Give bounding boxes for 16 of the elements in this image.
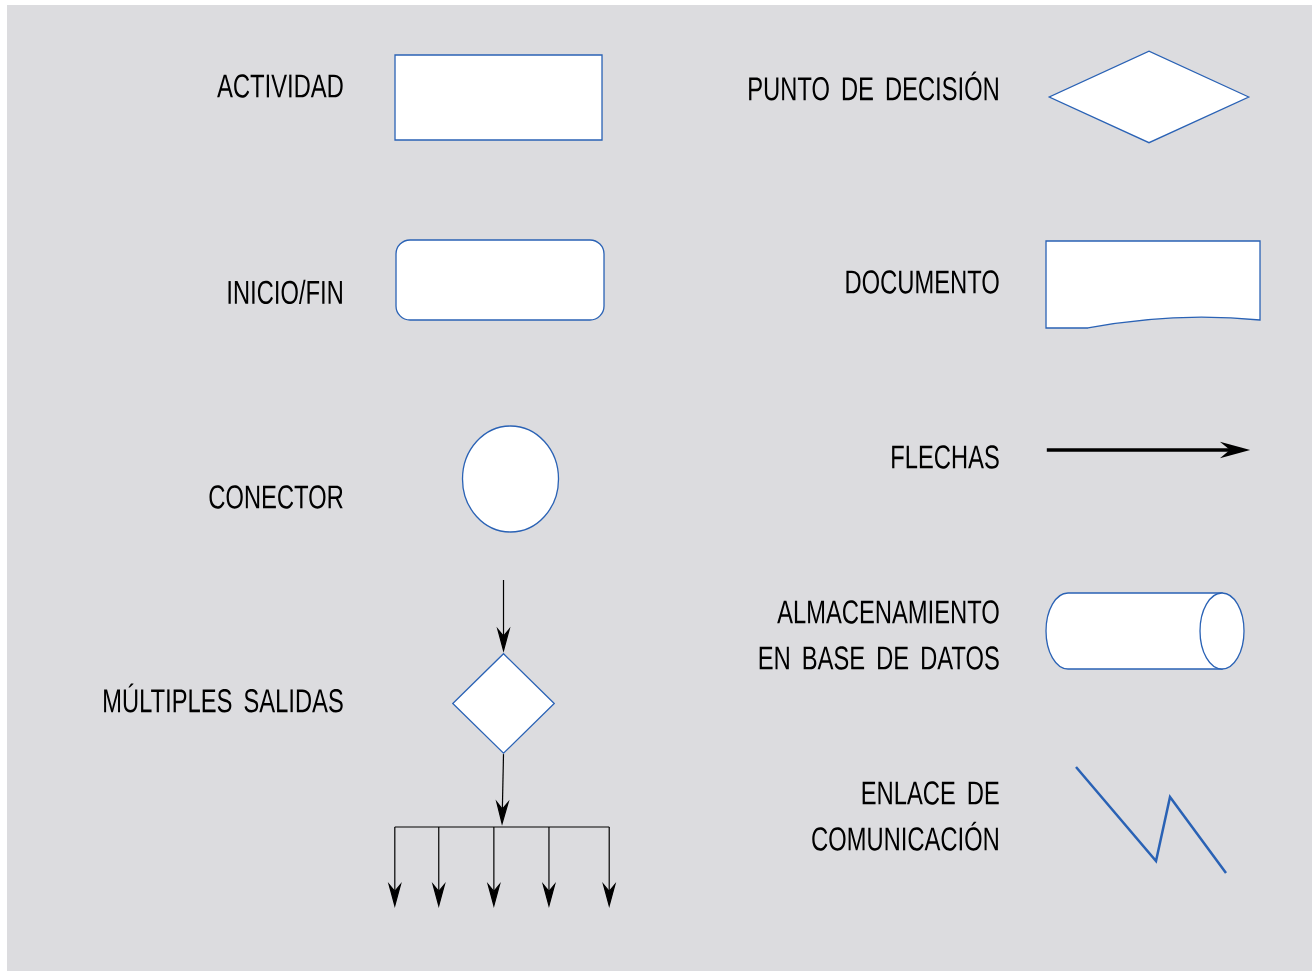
symbol-label: FLECHAS bbox=[892, 445, 999, 469]
zigzag-symbol bbox=[1075, 766, 1227, 874]
symbol-label: ACTIVIDAD bbox=[217, 74, 343, 98]
symbol-label: CONECTOR bbox=[209, 485, 343, 509]
symbol-label: PUNTO DE DECISIÓN bbox=[749, 71, 998, 101]
cylinder-symbol bbox=[1045, 592, 1245, 670]
symbol-label: DOCUMENTO bbox=[846, 270, 999, 294]
symbol-label: INICIO/FIN bbox=[228, 279, 342, 305]
branch-line bbox=[394, 826, 610, 828]
symbol-label: ENLACE DE COMUNICACIÓN bbox=[812, 781, 999, 851]
rectangle-symbol bbox=[394, 54, 603, 141]
document-symbol bbox=[1045, 240, 1261, 329]
rounded-rectangle-symbol bbox=[395, 239, 605, 321]
symbol-label: MÚLTIPLES SALIDAS bbox=[104, 683, 343, 713]
circle-symbol bbox=[461, 425, 560, 533]
symbol-label: ALMACENAMIENTO EN BASE DE DATOS bbox=[759, 600, 999, 670]
